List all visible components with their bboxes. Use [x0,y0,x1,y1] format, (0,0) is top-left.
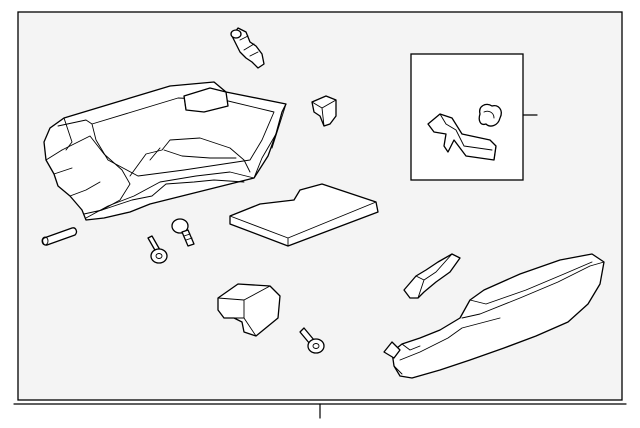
glovebox-door-part [383,253,605,379]
bolt-left-part [147,235,168,264]
small-clip-part [478,103,502,127]
latch-bracket-part [427,113,497,161]
latch-piece-part [403,253,461,299]
bolt-bottom-part [299,327,325,354]
glovebox-clip-part [311,95,337,127]
bolt-right-part [171,218,195,247]
top-screw-part [230,27,265,69]
liner-pad-part [229,183,379,247]
mounting-bracket-part [217,283,281,337]
glovebox-bin-part [43,81,287,221]
inset-detail-box [410,53,538,181]
main-reference-leader [13,403,627,419]
pin-part [41,227,78,246]
